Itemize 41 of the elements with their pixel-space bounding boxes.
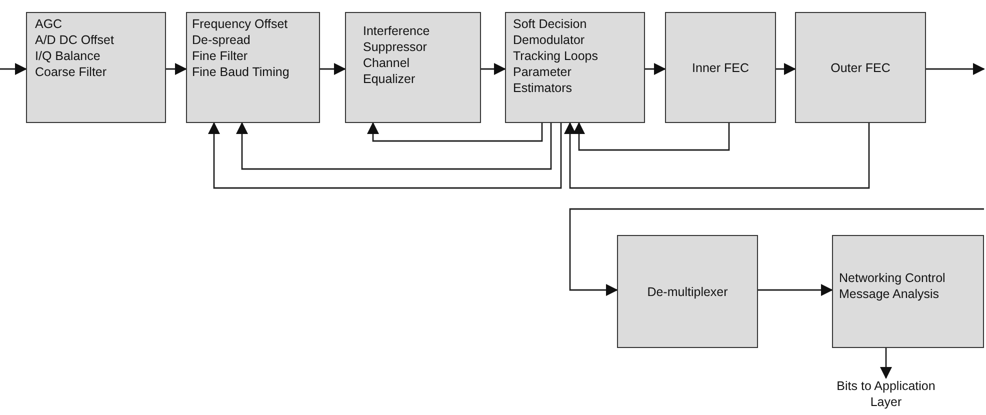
block-label: Networking Control Message Analysis [839, 270, 946, 302]
process-box [795, 12, 926, 123]
arrow [645, 63, 666, 75]
block-label: Coarse Filter [35, 64, 107, 80]
block-label: Fine Filter [192, 48, 248, 64]
arrow [776, 63, 796, 75]
arrow [236, 122, 552, 170]
arrow [880, 348, 892, 379]
block-label: AGC [35, 16, 62, 32]
arrow [0, 63, 27, 75]
block-label: Fine Baud Timing [192, 64, 290, 80]
output-label: Bits to Application Layer [826, 378, 946, 412]
block-label: De-spread [192, 32, 250, 48]
block-label: Inner FEC [692, 60, 749, 76]
block-label: A/D DC Offset [35, 32, 114, 48]
block-label: Soft Decision Demodulator [513, 16, 588, 48]
process-box [505, 12, 645, 123]
block-label: Tracking Loops [513, 48, 598, 64]
block-label: Channel Equalizer [363, 55, 416, 87]
arrow [208, 122, 562, 189]
process-box [665, 12, 776, 123]
block-label: Outer FEC [830, 60, 890, 76]
arrow [926, 63, 985, 75]
arrow [320, 63, 346, 75]
block-label: Parameter Estimators [513, 64, 574, 96]
block-label: De-multiplexer [647, 284, 728, 300]
arrow [481, 63, 506, 75]
arrow [569, 208, 984, 296]
process-box [186, 12, 320, 123]
arrow [758, 284, 833, 296]
process-box [345, 12, 481, 123]
process-box [832, 235, 984, 348]
arrow [573, 122, 730, 151]
block-label: I/Q Balance [35, 48, 100, 64]
process-box [26, 12, 166, 123]
block-label: Frequency Offset [192, 16, 288, 32]
block-label: Interference Suppressor [363, 23, 431, 55]
arrow [166, 63, 187, 75]
process-box [617, 235, 758, 348]
arrow [367, 122, 543, 142]
arrow [564, 122, 870, 189]
